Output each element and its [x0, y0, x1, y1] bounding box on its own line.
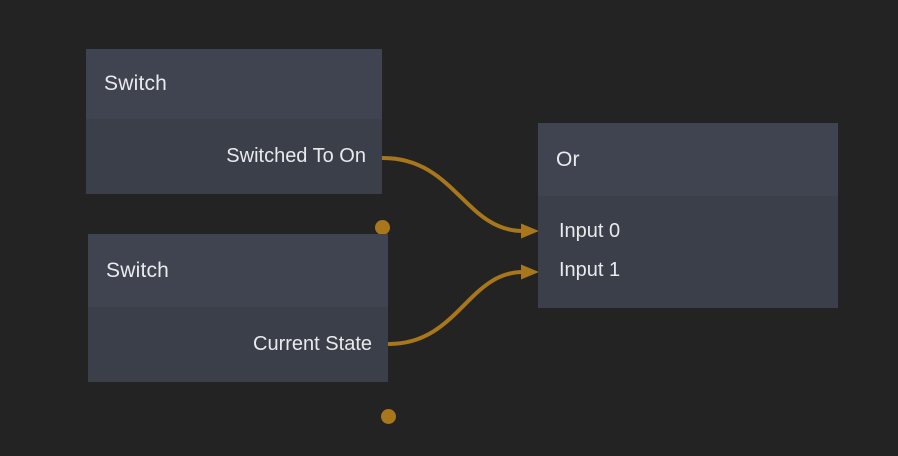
- wire-curve[interactable]: [381, 156, 525, 233]
- node-title: Or: [556, 147, 580, 171]
- output-port-row[interactable]: Switched To On: [86, 137, 382, 176]
- wire-curve[interactable]: [387, 270, 525, 346]
- node-body: Current State: [88, 307, 396, 424]
- output-port-dot[interactable]: [381, 409, 396, 424]
- output-port-label: Current State: [253, 333, 372, 355]
- node-header[interactable]: Switch: [86, 49, 382, 119]
- node-title: Switch: [106, 258, 170, 282]
- output-port-label: Switched To On: [226, 145, 366, 167]
- input-port-row-1[interactable]: Input 1: [538, 251, 838, 290]
- node-body: Input 0 Input 1: [538, 196, 838, 308]
- node-header[interactable]: Switch: [88, 234, 388, 307]
- node-or[interactable]: Or Input 0 Input 1: [538, 123, 838, 308]
- node-title: Switch: [104, 72, 168, 95]
- node-header[interactable]: Or: [538, 123, 838, 196]
- node-switch-2[interactable]: Switch Current State: [88, 234, 396, 424]
- node-body: Switched To On: [86, 119, 390, 235]
- input-port-label: Input 0: [559, 220, 621, 242]
- input-port-row-0[interactable]: Input 0: [538, 212, 838, 251]
- input-port-label: Input 1: [559, 259, 621, 281]
- connection-wire-switched-to-on-input0[interactable]: [381, 156, 539, 239]
- output-port-row[interactable]: Current State: [88, 325, 388, 364]
- output-port-dot[interactable]: [375, 220, 390, 235]
- connection-wire-current-state-input1[interactable]: [387, 264, 539, 346]
- node-switch-1[interactable]: Switch Switched To On: [86, 49, 390, 235]
